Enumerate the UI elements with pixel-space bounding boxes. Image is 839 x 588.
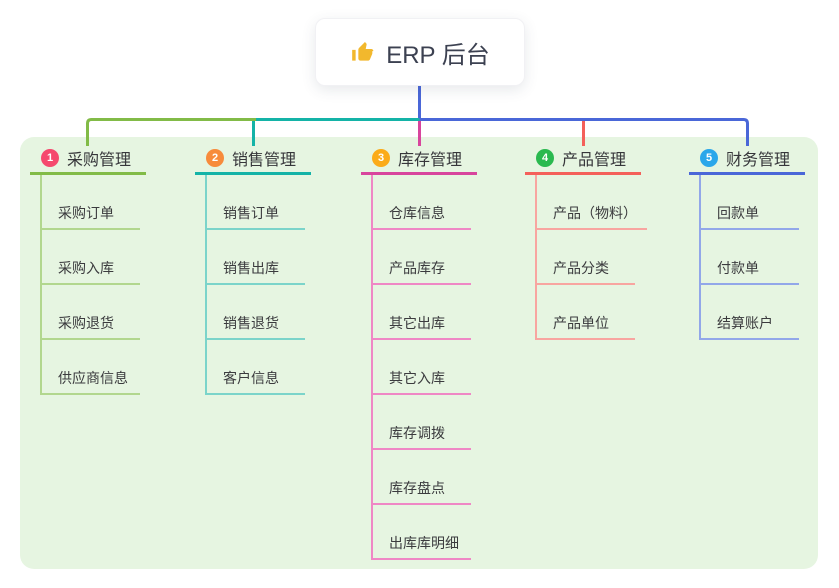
branch-children: 回款单付款单结算账户	[699, 175, 839, 340]
branch-node[interactable]: 1 采购管理	[30, 144, 146, 175]
branch-label: 采购管理	[67, 152, 132, 169]
child-node[interactable]: 付款单	[701, 230, 799, 285]
child-node[interactable]: 库存盘点	[373, 450, 471, 505]
branch-label: 销售管理	[232, 152, 297, 169]
child-node[interactable]: 采购退货	[42, 285, 140, 340]
branch-node[interactable]: 5 财务管理	[689, 144, 805, 175]
child-node[interactable]: 产品库存	[373, 230, 471, 285]
branch: 5 财务管理 回款单付款单结算账户	[689, 144, 839, 340]
branches-panel	[20, 137, 818, 569]
branch-children: 产品（物料）产品分类产品单位	[535, 175, 675, 340]
child-node[interactable]: 回款单	[701, 175, 799, 230]
branch-number-badge: 4	[536, 149, 554, 167]
branch-label: 库存管理	[398, 152, 463, 169]
child-node[interactable]: 销售出库	[207, 230, 305, 285]
bus-blue-line	[419, 118, 749, 146]
branch: 1 采购管理 采购订单采购入库采购退货供应商信息	[30, 144, 180, 395]
branch-label: 产品管理	[562, 152, 627, 169]
branch-label: 财务管理	[726, 152, 791, 169]
branch-number-badge: 3	[372, 149, 390, 167]
branch: 2 销售管理 销售订单销售出库销售退货客户信息	[195, 144, 345, 395]
bus-green-line	[86, 118, 256, 146]
branch-number-badge: 5	[700, 149, 718, 167]
branch: 4 产品管理 产品（物料）产品分类产品单位	[525, 144, 675, 340]
root-node[interactable]: ERP 后台	[315, 18, 525, 86]
branch-node[interactable]: 2 销售管理	[195, 144, 311, 175]
connector-lines	[86, 84, 749, 146]
branch: 3 库存管理 仓库信息产品库存其它出库其它入库库存调拨库存盘点出库库明细	[361, 144, 511, 560]
root-label: ERP 后台	[386, 41, 490, 69]
child-node[interactable]: 库存调拨	[373, 395, 471, 450]
child-node[interactable]: 采购入库	[42, 230, 140, 285]
branch-node[interactable]: 4 产品管理	[525, 144, 641, 175]
child-node[interactable]: 销售退货	[207, 285, 305, 340]
branch-children: 销售订单销售出库销售退货客户信息	[205, 175, 345, 395]
thumbs-up-glyph	[352, 42, 374, 61]
child-node[interactable]: 出库库明细	[373, 505, 471, 560]
branch-node[interactable]: 3 库存管理	[361, 144, 477, 175]
branch-children: 仓库信息产品库存其它出库其它入库库存调拨库存盘点出库库明细	[371, 175, 511, 560]
branch-number-badge: 1	[41, 149, 59, 167]
child-node[interactable]: 其它入库	[373, 340, 471, 395]
child-node[interactable]: 产品单位	[537, 285, 635, 340]
child-node[interactable]: 采购订单	[42, 175, 140, 230]
child-node[interactable]: 仓库信息	[373, 175, 471, 230]
child-node[interactable]: 供应商信息	[42, 340, 140, 395]
child-node[interactable]: 销售订单	[207, 175, 305, 230]
branch-children: 采购订单采购入库采购退货供应商信息	[40, 175, 180, 395]
child-node[interactable]: 产品分类	[537, 230, 635, 285]
branch-number-badge: 2	[206, 149, 224, 167]
child-node[interactable]: 结算账户	[701, 285, 799, 340]
child-node[interactable]: 产品（物料）	[537, 175, 647, 230]
child-node[interactable]: 客户信息	[207, 340, 305, 395]
thumbs-up-icon	[352, 42, 374, 61]
child-node[interactable]: 其它出库	[373, 285, 471, 340]
bus-teal-line	[252, 118, 420, 146]
